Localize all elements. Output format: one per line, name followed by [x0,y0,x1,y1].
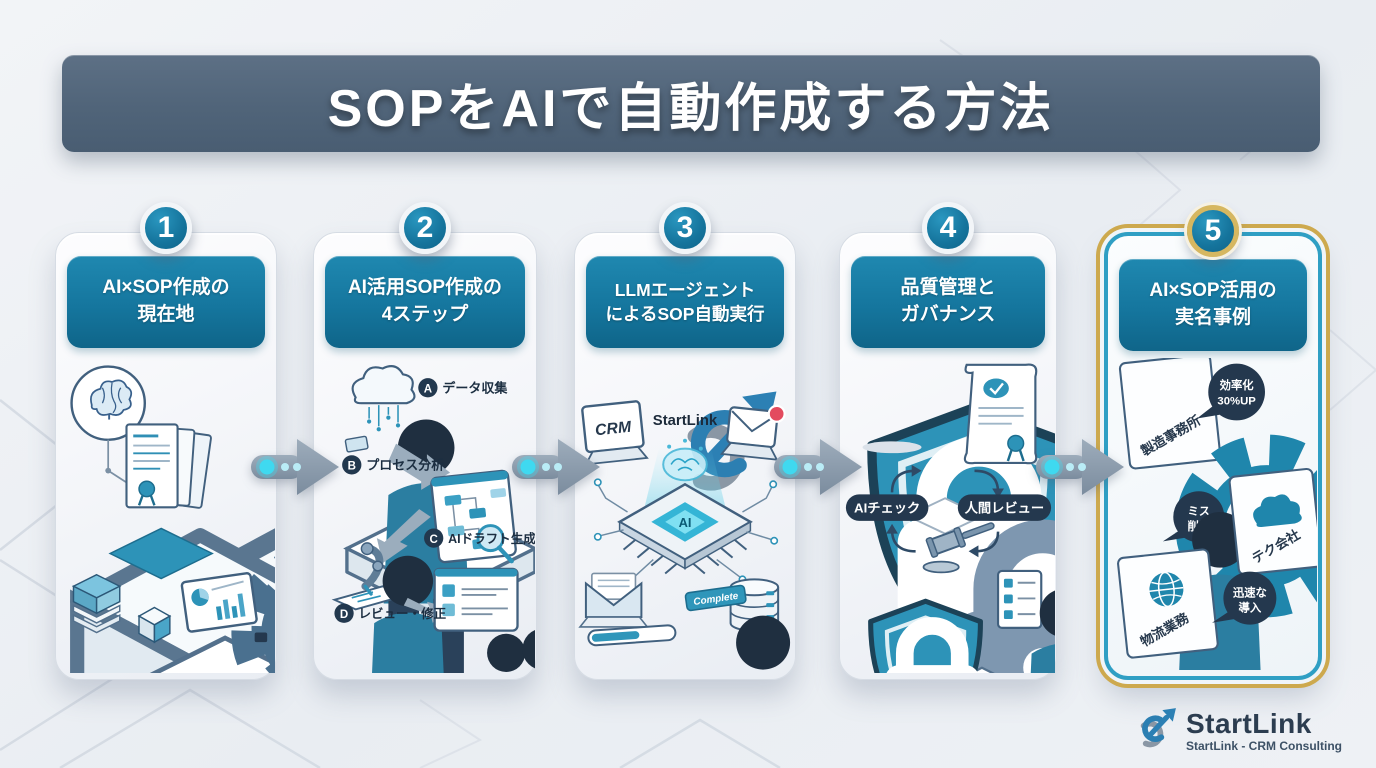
step-title-3-line2: によるSOP自動実行 [605,304,765,324]
checklist-icon [996,569,1043,629]
startlink-brand-text: StartLink [653,413,718,429]
human-review-pill: 人間レビュー [957,494,1052,521]
step-number-4: 4 [922,202,974,254]
step-title-5-line1: AI×SOP活用の [1149,280,1277,302]
flow-arrow-4-5 [1032,431,1128,503]
step-card-3: 3 LLMエージェント によるSOP自動実行 StartLink CRM [574,202,796,680]
gavel-icon [922,522,995,574]
step-number-5: 5 [1187,205,1239,257]
svg-text:AIドラフト生成: AIドラフト生成 [448,531,535,546]
svg-text:AIチェック: AIチェック [854,501,920,516]
brain-hologram-icon [662,438,708,482]
dashboard-icon [180,572,258,633]
step-title-1: AI×SOP作成の 現在地 [67,256,265,348]
svg-text:人間レビュー: 人間レビュー [965,501,1045,516]
ai-chip-icon: AI [617,482,753,575]
step-title-1-line2: 現在地 [137,304,195,325]
svg-text:B: B [348,461,356,473]
svg-text:効率化: 効率化 [1220,378,1255,392]
svg-text:D: D [340,609,348,621]
crm-monitor-icon: CRM [581,400,649,466]
svg-text:30%UP: 30%UP [1217,395,1256,407]
step-label-a: A データ収集 [418,378,508,398]
svg-text:CRM: CRM [594,419,632,440]
step-card-4: 4 品質管理と ガバナンス [839,202,1057,680]
step-label-d: D レビュー・修正 [334,603,447,623]
step-title-4-line1: 品質管理と [900,277,996,299]
svg-text:C: C [430,534,439,546]
globe-icon [1149,571,1184,608]
certificate-scroll-icon [963,363,1038,465]
step-number-3: 3 [659,202,711,254]
page-title: SOPをAIで自動作成する方法 [327,80,1055,138]
open-envelope-icon [578,572,649,628]
flow-arrow-1-2 [247,431,343,503]
review-board-icon [433,567,519,632]
svg-text:導入: 導入 [1239,600,1262,614]
step-title-5: AI×SOP活用の 実名事例 [1119,259,1307,351]
step-number-2: 2 [399,202,451,254]
email-alert-icon [719,404,786,461]
step-title-1-line1: AI×SOP作成の [102,277,230,299]
svg-text:A: A [424,384,433,396]
step-title-4-line2: ガバナンス [900,304,996,325]
step-card-2: 2 AI活用SOP作成の 4ステップ A データ収集 [313,202,537,680]
speech-bubble-efficiency: 効率化 30%UP [1196,363,1265,421]
step-title-2-line1: AI活用SOP作成の [347,277,503,299]
step1-illustration [57,355,275,673]
shield-lock-icon [862,408,1055,655]
brain-circle-icon [70,365,147,442]
step-card-5: 5 AI×SOP活用の 実名事例 製造事務所 効率化 30%UP ミス 削減 [1104,205,1322,680]
cube-teal-icon [137,606,172,644]
case-panel-tech: テク会社 [1228,467,1317,576]
cloud-icon [1253,494,1302,527]
server-stack-icon [71,573,122,634]
step-card-1: 1 AI×SOP作成の 現在地 [55,202,277,680]
svg-text:レビュー・修正: レビュー・修正 [359,606,447,621]
complete-sign-icon: Complete [684,584,747,612]
step-title-3-line1: LLMエージェント [614,279,756,300]
title-banner: SOPをAIで自動作成する方法 [62,55,1320,152]
step3-illustration: StartLink CRM [576,355,794,673]
svg-text:迅速な: 迅速な [1233,585,1267,599]
step-label-b: B プロセス分析 [342,455,444,475]
footer-brand-name: StartLink [1186,708,1312,739]
step4-illustration: AIチェック 人間レビュー [841,355,1055,673]
svg-text:AI: AI [679,515,692,530]
flow-arrow-3-4 [770,431,866,503]
svg-text:プロセス分析: プロセス分析 [366,458,444,473]
step2-illustration: A データ収集 B プロセス分析 [315,355,535,673]
footer-branding: StartLink StartLink - CRM Consulting [1128,702,1342,760]
sop-documents-icon [125,423,212,509]
step-title-4: 品質管理と ガバナンス [851,256,1045,348]
flow-arrow-2-3 [508,431,604,503]
step-title-3: LLMエージェント によるSOP自動実行 [586,256,784,348]
ai-check-pill: AIチェック [845,494,929,521]
cloud-data-icon [351,365,416,432]
case-panel-logistics: 物流業務 [1117,548,1219,659]
step5-illustration: 製造事務所 効率化 30%UP ミス 削減 テク会社 [1109,358,1317,670]
footer-brand-subtitle: StartLink - CRM Consulting [1186,739,1342,754]
svg-text:ミス: ミス [1187,505,1210,518]
progress-bar-icon [587,624,677,647]
step-title-2-line2: 4ステップ [381,304,469,325]
startlink-logo-icon [1128,706,1178,756]
step-number-1: 1 [140,202,192,254]
step-label-c: C AIドラフト生成 [424,528,535,548]
svg-text:データ収集: データ収集 [442,381,508,396]
magnifier-icon [476,524,514,564]
speech-bubble-deployment: 迅速な 導入 [1212,571,1277,625]
document-platform-icon [93,527,275,673]
step-title-5-line2: 実名事例 [1174,307,1251,328]
flow-arrow-icon [376,509,431,564]
step-title-2: AI活用SOP作成の 4ステップ [325,256,525,348]
process-screen-icon [430,469,517,564]
laptop-icon [344,435,369,453]
notification-badge [767,404,786,423]
briefcase-icon [254,632,268,643]
